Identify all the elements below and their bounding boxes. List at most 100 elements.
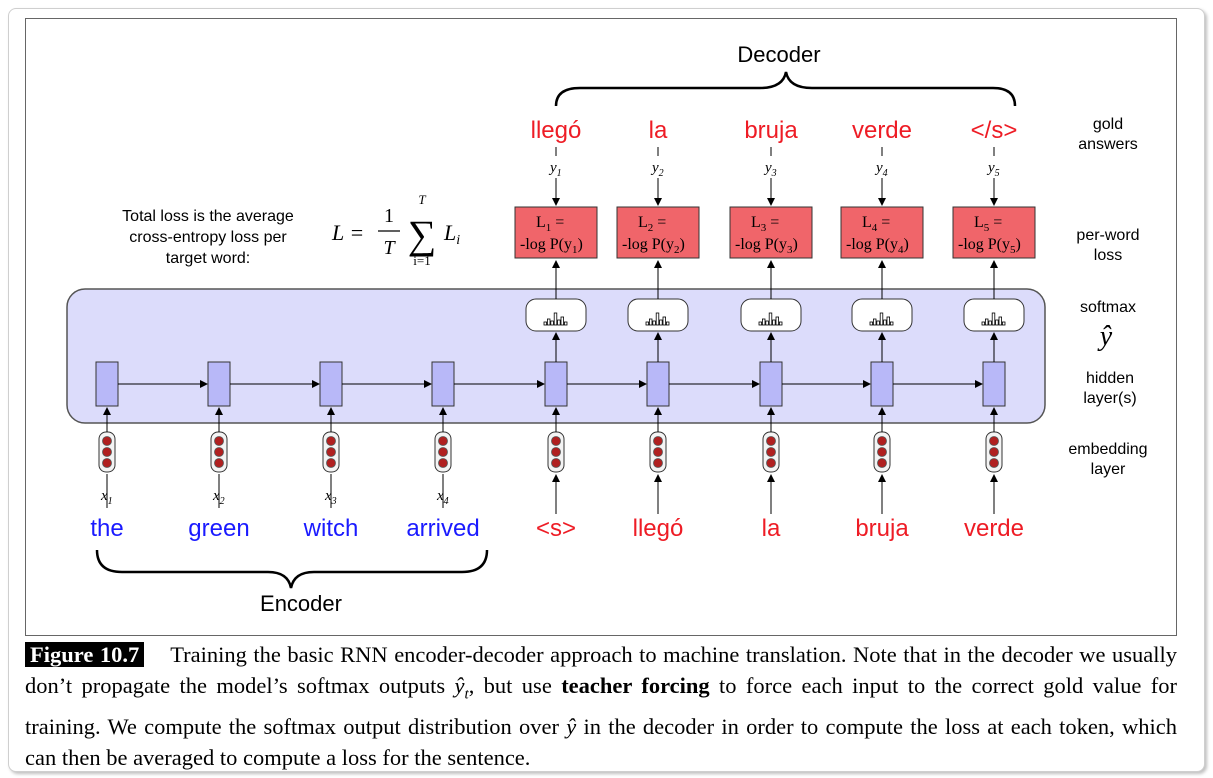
encoder-label: Encoder (260, 591, 342, 616)
hidden-layer-label: layer(s) (1083, 390, 1136, 407)
caption-text-2: , but use (468, 673, 562, 698)
formula-term: Li (443, 220, 460, 248)
decoder-input-word: llegó (633, 515, 684, 542)
softmax-bar (988, 320, 992, 326)
embedding-dot (214, 436, 224, 446)
hidden-layer-label: hidden (1086, 370, 1134, 387)
softmax-bar (985, 318, 989, 326)
embedding-dot (766, 436, 776, 446)
encoder-brace (95, 549, 489, 589)
y-label: y5 (986, 160, 1000, 179)
embedding-dot (102, 447, 112, 457)
softmax-bar (762, 318, 766, 326)
embedding-dot (214, 458, 224, 468)
total-loss-text-line: cross-entropy loss per (129, 229, 287, 246)
loss-line-1: L4 = (862, 214, 890, 234)
per-word-loss-label: per-word (1076, 227, 1139, 244)
decoder-input-word: verde (964, 515, 1024, 542)
softmax-bar (873, 318, 877, 326)
embedding-dot (326, 436, 336, 446)
encoder-word: green (188, 515, 249, 542)
embedding-dot (877, 458, 887, 468)
formula-sum-bottom: i=1 (413, 253, 430, 268)
embedding-dot (438, 447, 448, 457)
embedding-dot (653, 458, 663, 468)
loss-box (729, 206, 813, 259)
softmax-bar (649, 318, 653, 326)
total-loss-text-line: Total loss is the average (122, 208, 294, 225)
softmax-bar (758, 321, 762, 326)
caption-yhat-t: ŷ (454, 673, 465, 698)
softmax-bar (547, 318, 551, 326)
softmax-bar (991, 312, 996, 326)
softmax-bar (883, 319, 887, 326)
formula-lhs: L = (331, 220, 364, 245)
softmax-bar (779, 321, 783, 326)
decoder-brace (554, 71, 1017, 107)
embedding-dot (653, 447, 663, 457)
embedding-dot (102, 458, 112, 468)
softmax-bar (876, 320, 880, 326)
loss-line-2: -log P(y2) (622, 236, 685, 256)
softmax-bar (553, 312, 558, 326)
decoder-input-word: la (762, 515, 781, 542)
softmax-bar (666, 321, 670, 326)
loss-line-1: L2 = (638, 214, 666, 234)
embedding-dot (438, 458, 448, 468)
embedding-dot (653, 436, 663, 446)
formula-frac-den: T (383, 237, 396, 259)
softmax-bar (768, 312, 773, 326)
caption-text-3: to force each input to the correct gold … (25, 673, 1177, 739)
embedding-dot (989, 447, 999, 457)
embedding-dot (989, 436, 999, 446)
formula-sum-top: T (418, 192, 426, 207)
x-label: x4 (436, 488, 449, 507)
softmax-bar (645, 321, 649, 326)
embedding-dot (877, 447, 887, 457)
embedding-dot (102, 436, 112, 446)
figure-label: Figure 10.7 (25, 642, 145, 667)
hidden-cell (95, 361, 119, 407)
hidden-cell (759, 361, 783, 407)
loss-line-2: -log P(y3) (735, 236, 798, 256)
total-loss-text-line: target word: (166, 250, 250, 267)
encoder-word: witch (303, 515, 359, 542)
hidden-cell (207, 361, 231, 407)
gold-word: la (649, 117, 668, 144)
hidden-cell (646, 361, 670, 407)
loss-box (514, 206, 598, 259)
loss-line-2: -log P(y5) (958, 236, 1021, 256)
caption-bold-term: teacher forcing (561, 673, 710, 698)
hidden-cell (431, 361, 455, 407)
formula-sum-sign: ∑ (408, 212, 437, 257)
embedding-dot (551, 436, 561, 446)
loss-box (840, 206, 924, 259)
loss-line-2: -log P(y1) (520, 236, 583, 256)
embedding-dot (326, 458, 336, 468)
softmax-bar (662, 316, 666, 326)
loss-box (952, 206, 1036, 259)
loss-line-1: L3 = (751, 214, 779, 234)
softmax-bar (775, 316, 779, 326)
decoder-label: Decoder (737, 42, 820, 67)
caption-yhat: ŷ (566, 713, 577, 739)
gold-word: verde (852, 117, 912, 144)
caption-text-4: in the decoder in order to compute the l… (25, 713, 1177, 770)
gold-word: </s> (971, 117, 1018, 144)
softmax-bar (550, 320, 554, 326)
softmax-bar (890, 321, 894, 326)
softmax-bar (995, 319, 999, 326)
decoder-input-word: <s> (536, 515, 576, 542)
softmax-bar (981, 321, 985, 326)
softmax-bar (998, 316, 1002, 326)
embedding-dot (438, 436, 448, 446)
softmax-bar (772, 319, 776, 326)
softmax-bar (564, 321, 568, 326)
x-label: x2 (212, 488, 225, 507)
loss-line-1: L5 = (974, 214, 1002, 234)
softmax-bar (543, 321, 547, 326)
hidden-cell (982, 361, 1006, 407)
diagram-box (25, 18, 1177, 636)
